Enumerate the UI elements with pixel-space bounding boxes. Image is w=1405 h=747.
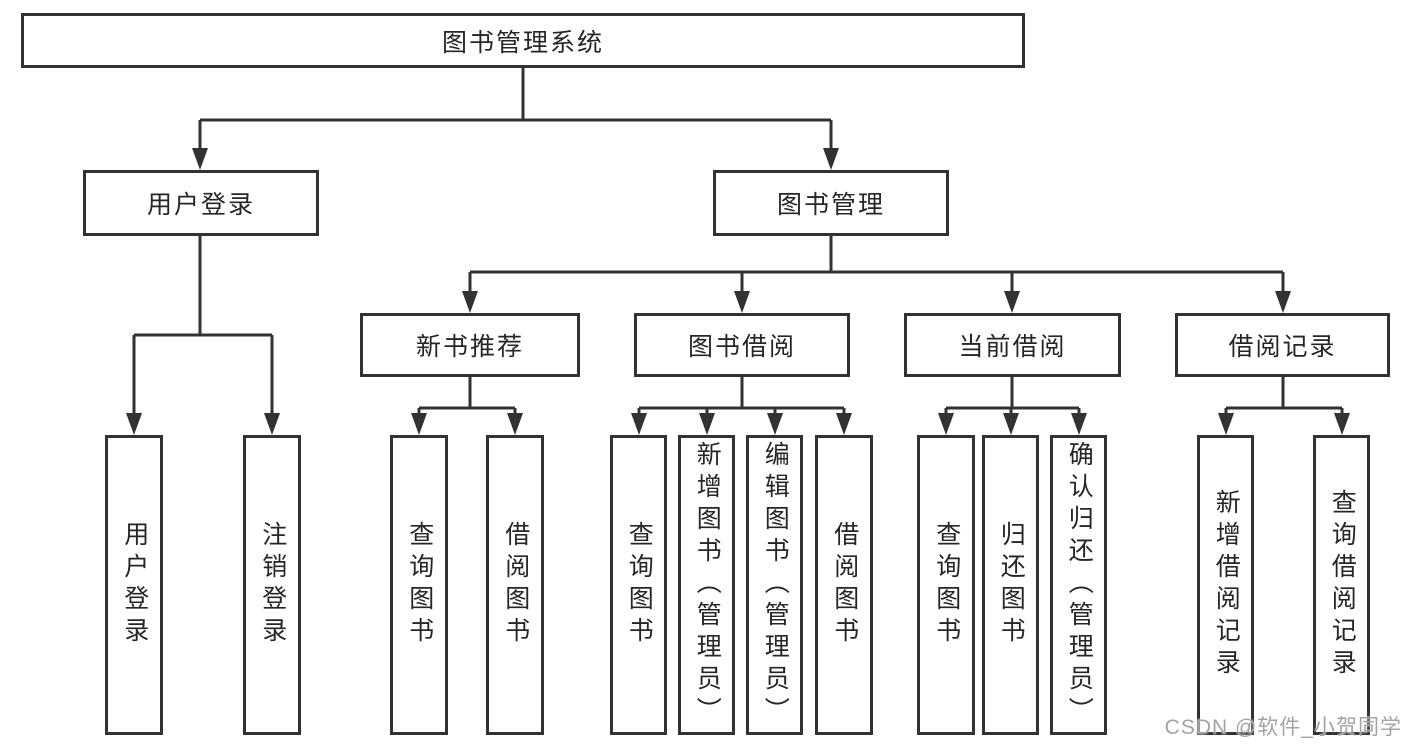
- edge-new-book-to-leaves: [417, 377, 517, 417]
- node-label: 归还图书: [997, 521, 1026, 649]
- node-borrowing-records: 借阅记录: [1175, 313, 1390, 377]
- edge-current-borrow-to-leaves: [944, 377, 1081, 417]
- leaf-return-book: 归还图书: [982, 435, 1039, 735]
- node-label: 查询借阅记录: [1328, 489, 1357, 681]
- node-label: 借阅图书: [830, 521, 859, 649]
- leaf-user-login: 用户登录: [105, 435, 163, 735]
- node-label: 查询图书: [932, 521, 961, 649]
- node-label: 图书管理: [776, 191, 885, 219]
- node-label: 图书管理系统: [441, 28, 604, 57]
- node-label: 用户登录: [146, 191, 255, 219]
- leaf-borrow-books-borrowing: 借阅图书: [815, 435, 873, 735]
- leaf-borrow-books-recommend: 借阅图书: [486, 435, 544, 735]
- node-label: 借阅图书: [501, 521, 530, 649]
- csdn-watermark: CSDN @软件_小贺同学: [1164, 716, 1402, 739]
- arrowheads: [126, 148, 1350, 435]
- node-label: 查询图书: [405, 521, 434, 649]
- edge-borrow-records-to-leaves: [1224, 377, 1344, 417]
- leaf-logout: 注销登录: [243, 435, 301, 735]
- node-new-book-recommendation: 新书推荐: [360, 313, 580, 377]
- leaf-query-books-current: 查询图书: [917, 435, 975, 735]
- node-user-login: 用户登录: [83, 170, 319, 236]
- leaf-query-books-borrowing: 查询图书: [610, 435, 667, 735]
- node-book-borrowing: 图书借阅: [634, 313, 850, 377]
- leaf-edit-book-admin: 编辑图书（管理员）: [746, 435, 803, 735]
- leaf-query-books-recommend: 查询图书: [390, 435, 448, 735]
- node-library-management-system: 图书管理系统: [21, 13, 1025, 68]
- leaf-query-borrow-record: 查询借阅记录: [1313, 435, 1370, 735]
- node-book-management: 图书管理: [713, 170, 949, 236]
- node-label: 图书借阅: [687, 333, 796, 361]
- leaf-confirm-return-admin: 确认归还（管理员）: [1050, 435, 1107, 735]
- leaf-add-borrow-record: 新增借阅记录: [1197, 435, 1254, 735]
- node-label: 借阅记录: [1228, 333, 1337, 361]
- edge-book-mgmt-to-level3: [468, 236, 1285, 295]
- node-label: 新增图书（管理员）: [693, 441, 722, 729]
- edge-user-login-to-leaves: [132, 236, 274, 417]
- node-label: 查询图书: [625, 521, 654, 649]
- node-label: 用户登录: [120, 521, 149, 649]
- edge-book-borrow-to-leaves: [637, 377, 846, 417]
- node-label: 确认归还（管理员）: [1065, 441, 1094, 729]
- leaf-add-book-admin: 新增图书（管理员）: [678, 435, 735, 735]
- node-label: 新增借阅记录: [1212, 489, 1241, 681]
- node-label: 编辑图书（管理员）: [761, 441, 790, 729]
- edge-root-to-level2: [198, 68, 833, 152]
- node-label: 新书推荐: [415, 333, 524, 361]
- node-current-borrowing: 当前借阅: [904, 313, 1121, 377]
- node-label: 当前借阅: [958, 333, 1067, 361]
- node-label: 注销登录: [258, 521, 287, 649]
